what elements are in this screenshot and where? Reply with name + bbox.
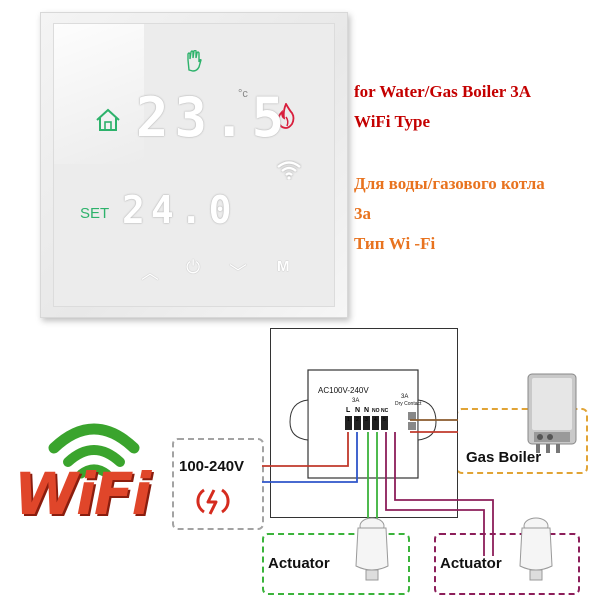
caption-wifi-type: WiFi Type [354,112,431,131]
caption-ru-boiler: Для воды/газового котла [354,174,545,193]
current-temperature: 23.5 [136,86,291,149]
glass-reflection [54,24,144,164]
down-button[interactable]: ﹀ [229,263,247,283]
terminal-number-3: 3 [365,417,368,423]
power-button[interactable]: ⏻ [186,257,201,277]
terminal-number-5: 5 [383,417,386,423]
set-temperature: 24.0 [122,188,238,232]
actuator-left-image [355,517,389,581]
power-box [172,438,264,530]
gas-boiler-label: Gas Boiler [466,449,542,466]
terminal-label-1: L [346,407,351,414]
terminal-label-4: NO [372,408,380,414]
temperature-unit: °c [238,88,248,100]
relay-rating: 3A [352,398,360,404]
terminal-label-2: N [355,407,361,414]
terminal-number-2: 2 [356,417,359,423]
actuator-left-label: Actuator [268,555,330,572]
power-voltage-label: 100-240V [179,458,245,475]
terminal-label-5: NC [381,408,389,414]
actuator-right-box [434,533,580,595]
actuator-right-image [519,517,553,581]
home-icon [96,108,120,131]
power-plug-icon [196,488,230,515]
mode-button[interactable]: M [277,258,290,275]
dry-contact-label: Dry Contact [395,401,422,407]
caption-boiler-type: for Water/Gas Boiler 3A [354,82,532,101]
wifi-logo [48,423,140,479]
up-button[interactable]: ︿ [141,263,159,283]
set-label: SET [80,205,110,222]
terminal-number-1: 1 [347,417,350,423]
caption-ru-wifi: Тип Wi -Fi [354,234,436,253]
module-voltage: AC100V-240V [318,386,369,395]
hand-icon [187,50,202,72]
actuator-right-label: Actuator [440,555,502,572]
wifi-signal-icon [277,161,301,180]
module-body-drawing [289,369,437,479]
caption-ru-rating: 3а [354,204,371,223]
gas-boiler-image [527,373,577,453]
terminal-number-4: 4 [374,417,377,423]
actuator-left-box [262,533,410,595]
terminal-label-3: N [364,407,370,414]
flame-icon [277,103,295,129]
wifi-logo-text: WiFi [14,460,151,528]
dry-contact-rating: 3A [401,394,409,400]
